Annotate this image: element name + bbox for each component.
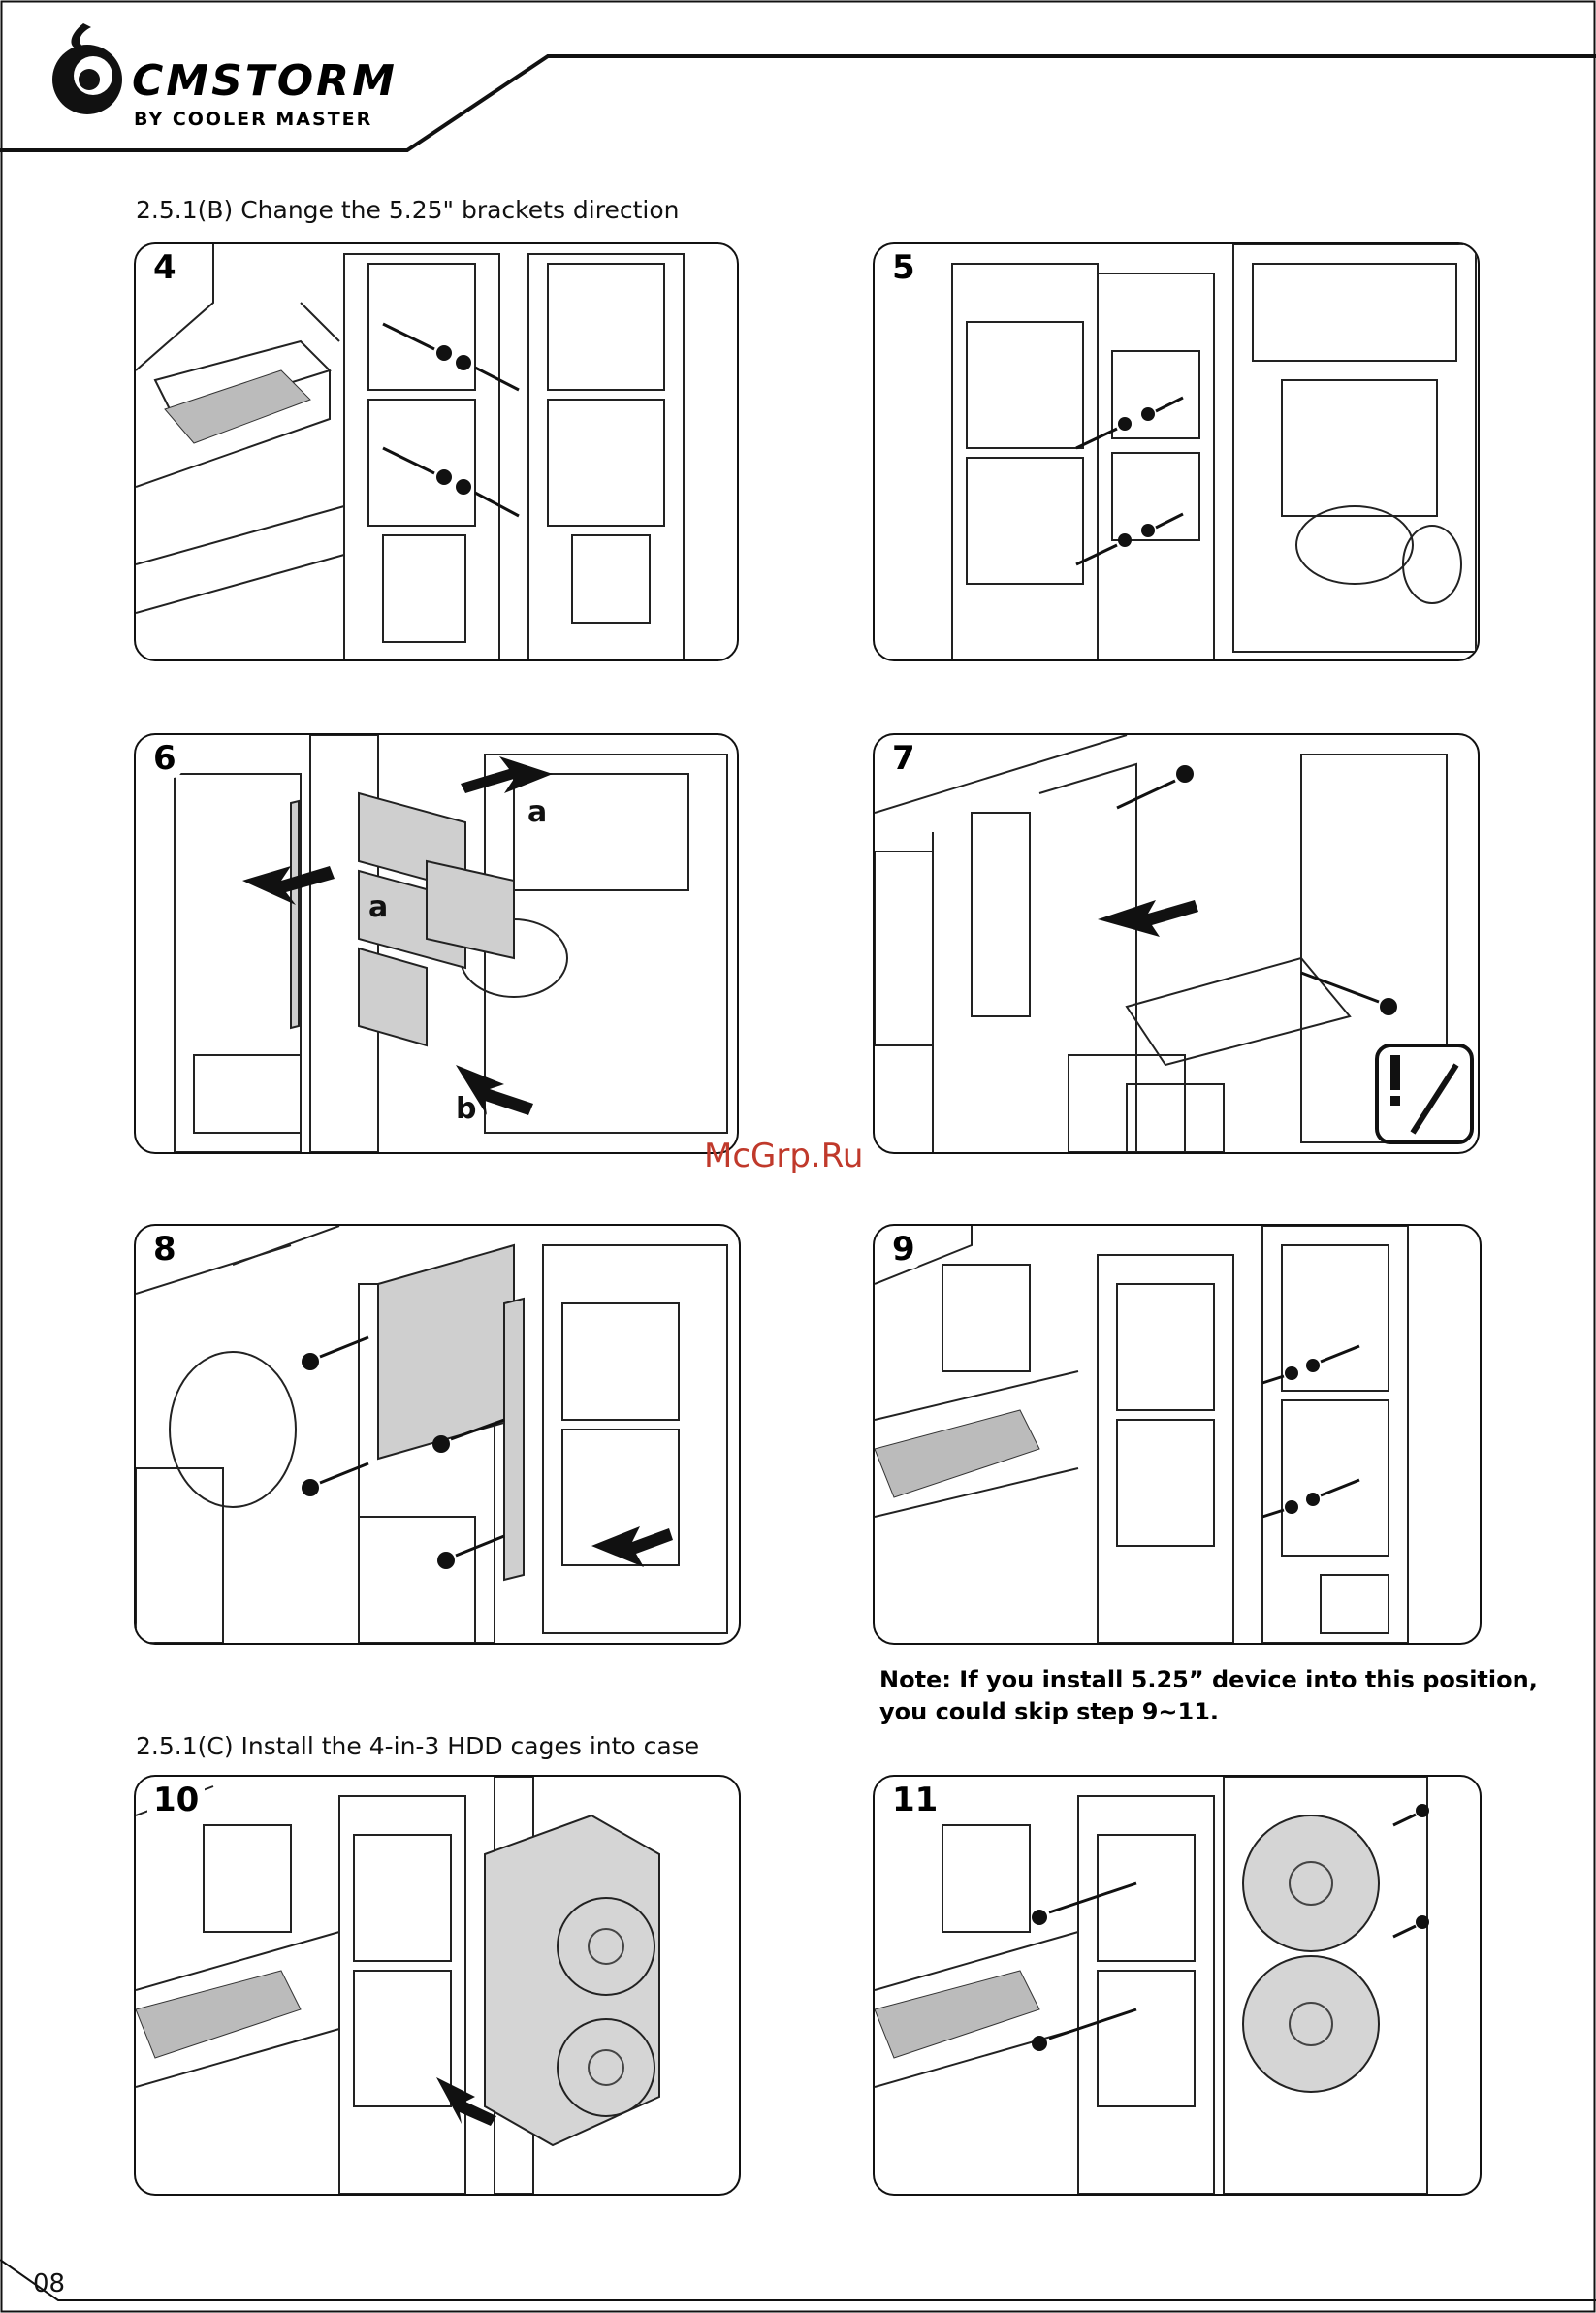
brand-subtitle: BY COOLER MASTER bbox=[134, 109, 372, 130]
callout-a-left: a bbox=[368, 890, 388, 924]
step-8-illustration bbox=[136, 1226, 741, 1645]
brand-logo: CMSTORM BY COOLER MASTER bbox=[47, 19, 415, 136]
step-4-panel: 4 bbox=[134, 242, 739, 661]
step-10-illustration bbox=[136, 1777, 741, 2196]
step-9-illustration bbox=[875, 1226, 1482, 1645]
step-7-number: 7 bbox=[886, 739, 921, 778]
step-7-panel: 7 bbox=[873, 733, 1480, 1154]
step-6-illustration bbox=[136, 735, 739, 1154]
storm-swirl-icon bbox=[47, 19, 124, 126]
note-text: Note: If you install 5.25” device into t… bbox=[879, 1664, 1558, 1728]
step-4-number: 4 bbox=[147, 248, 182, 287]
page-number: 08 bbox=[33, 2269, 65, 2298]
step-11-panel: 11 bbox=[873, 1775, 1482, 2196]
step-7-illustration bbox=[875, 735, 1480, 1154]
step-10-number: 10 bbox=[147, 1781, 205, 1819]
step-8-panel: 8 bbox=[134, 1224, 741, 1645]
section-c-title: 2.5.1(C) Install the 4-in-3 HDD cages in… bbox=[136, 1732, 699, 1760]
section-b-title: 2.5.1(B) Change the 5.25" brackets direc… bbox=[136, 196, 679, 224]
step-4-illustration bbox=[136, 244, 739, 661]
callout-a-top: a bbox=[527, 795, 547, 829]
step-5-number: 5 bbox=[886, 248, 921, 287]
step-11-illustration bbox=[875, 1777, 1482, 2196]
brand-wordmark: CMSTORM bbox=[132, 56, 398, 106]
step-9-panel: 9 bbox=[873, 1224, 1482, 1645]
watermark: McGrp.Ru bbox=[704, 1137, 863, 1175]
step-10-panel: 10 bbox=[134, 1775, 741, 2196]
note-line-2: you could skip step 9~11. bbox=[879, 1696, 1558, 1728]
step-9-number: 9 bbox=[886, 1230, 921, 1269]
step-5-illustration bbox=[875, 244, 1480, 661]
step-11-number: 11 bbox=[886, 1781, 943, 1819]
step-5-panel: 5 bbox=[873, 242, 1480, 661]
callout-b: b bbox=[456, 1092, 476, 1126]
step-6-number: 6 bbox=[147, 739, 182, 778]
step-8-number: 8 bbox=[147, 1230, 182, 1269]
note-line-1: Note: If you install 5.25” device into t… bbox=[879, 1664, 1558, 1696]
step-6-panel: 6 a a b bbox=[134, 733, 739, 1154]
